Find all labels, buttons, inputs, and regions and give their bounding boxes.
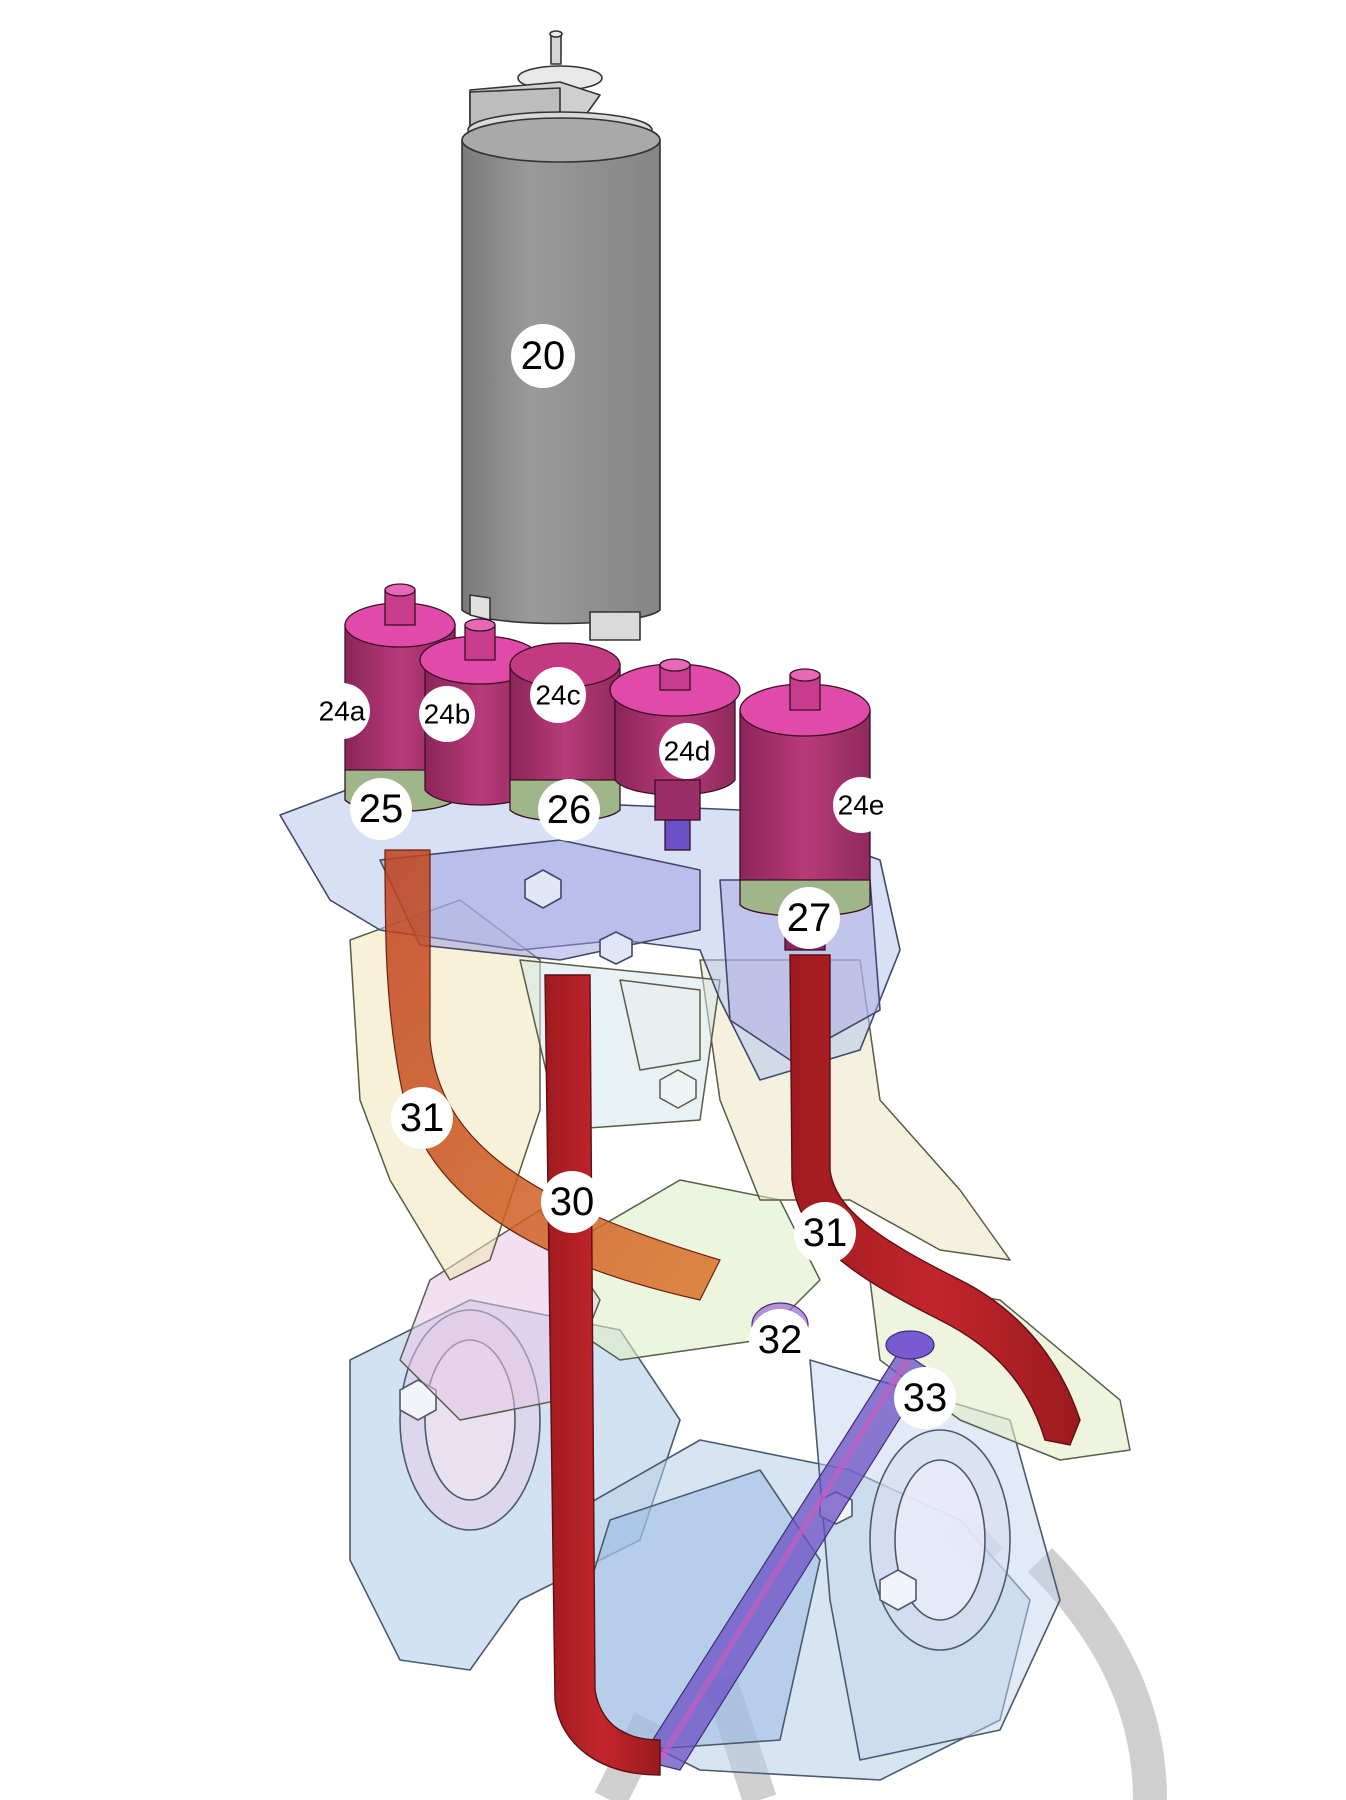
callout-seat-left: 25 [350, 778, 412, 840]
callout-circle [511, 324, 575, 388]
callout-port-33: 33 [894, 1367, 956, 1429]
callout-seat-right: 27 [778, 887, 840, 949]
callout-label: 24b [424, 699, 471, 730]
callout-label: 33 [903, 1376, 948, 1420]
callout-motor: 20 [511, 324, 575, 388]
callout-label: 31 [803, 1211, 848, 1255]
callout-channel-center: 30 [541, 1171, 603, 1233]
callout-circle [314, 683, 370, 739]
callout-circle [894, 1367, 956, 1429]
callout-channel-left: 31 [391, 1087, 453, 1149]
callout-circle [538, 779, 600, 841]
callout-circle [419, 686, 475, 742]
callout-label: 24d [664, 736, 711, 767]
callout-label: 24a [319, 696, 366, 727]
channel-right [789, 954, 1081, 1446]
callout-gear-c: 24c [530, 667, 586, 723]
callout-label: 24c [535, 680, 580, 711]
callout-label: 26 [547, 788, 592, 832]
callout-circle [391, 1087, 453, 1149]
callout-gear-a: 24a [314, 683, 370, 739]
callout-label: 27 [787, 896, 832, 940]
callout-port-32: 32 [749, 1309, 811, 1371]
callout-label: 20 [521, 334, 566, 378]
gear-e [739, 668, 871, 951]
callout-label: 32 [758, 1318, 803, 1362]
callout-circle [778, 887, 840, 949]
callout-circle [794, 1202, 856, 1264]
callout-label: 24e [838, 790, 885, 821]
callout-gear-d: 24d [659, 723, 715, 779]
callout-circle [350, 778, 412, 840]
callout-label: 31 [400, 1096, 445, 1140]
callout-gear-b: 24b [419, 686, 475, 742]
callout-circle [541, 1171, 603, 1233]
callout-seat-center: 26 [538, 779, 600, 841]
callout-label: 25 [359, 787, 404, 831]
callout-circle [749, 1309, 811, 1371]
callout-channel-right: 31 [794, 1202, 856, 1264]
callout-label: 30 [550, 1180, 595, 1224]
callout-circle [833, 777, 889, 833]
callouts: 20 24a 24b 24c 24d 24e 25 26 27 31 30 31 32 33 [314, 324, 956, 1429]
callout-circle [659, 723, 715, 779]
callout-gear-e: 24e [833, 777, 889, 833]
callout-circle [530, 667, 586, 723]
